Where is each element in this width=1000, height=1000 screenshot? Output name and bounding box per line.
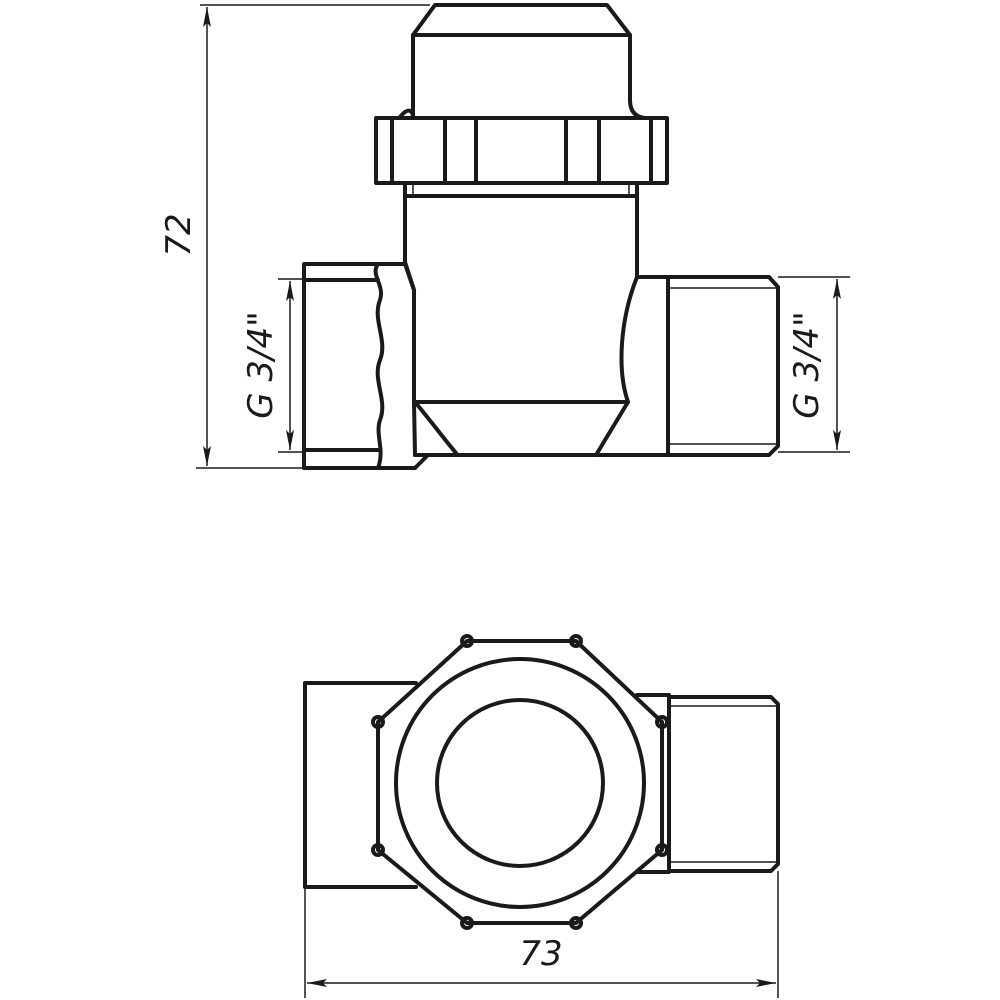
thread-right-dimension: G 3/4" — [778, 276, 850, 453]
front-view: 72 G 3/4" G 3/4" — [159, 3, 850, 470]
outer-ring — [394, 657, 646, 909]
width-dimension: 73 — [304, 871, 779, 998]
female-thread-end — [302, 262, 417, 470]
inner-bore — [435, 698, 605, 868]
right-port — [635, 693, 780, 874]
thread-left-label: G 3/4" — [241, 311, 281, 419]
width-label: 73 — [519, 934, 562, 974]
thread-left-dimension: G 3/4" — [241, 278, 304, 453]
top-view: 73 — [303, 634, 780, 998]
cap — [398, 3, 647, 120]
body — [403, 194, 670, 470]
octagonal-nut — [371, 634, 669, 930]
male-thread-end — [635, 275, 780, 457]
height-label: 72 — [159, 213, 199, 256]
height-dimension: 72 — [159, 4, 430, 469]
thread-right-label: G 3/4" — [787, 311, 827, 419]
left-port — [303, 681, 418, 889]
union-nut — [374, 116, 669, 198]
